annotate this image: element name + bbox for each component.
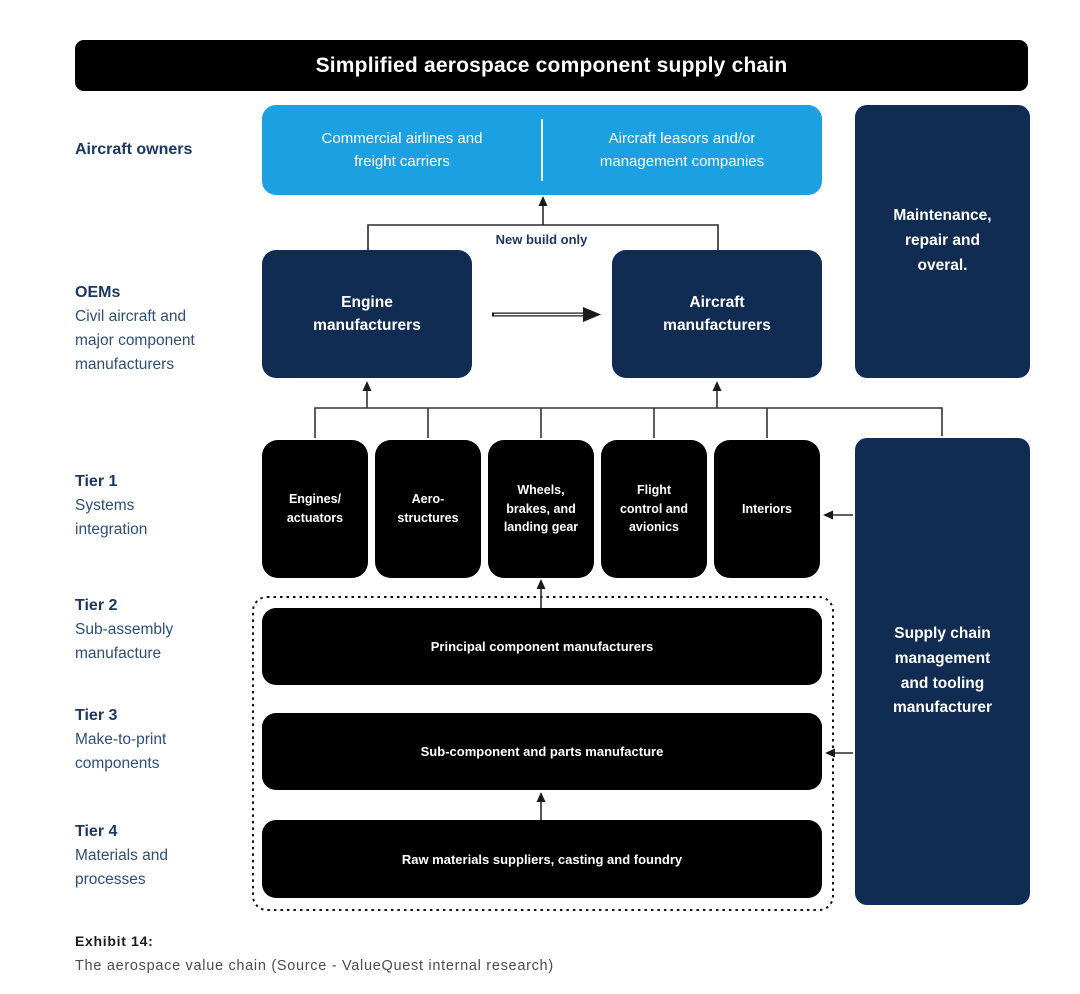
label-tier4-title: Tier 4 bbox=[75, 823, 118, 840]
commercial-airlines-cell: Commercial airlines and freight carriers bbox=[321, 129, 483, 170]
tier1-interiors-box: Interiors bbox=[714, 440, 820, 578]
arrow-engine-to-aircraft bbox=[492, 307, 601, 322]
label-tier1-title: Tier 1 bbox=[75, 473, 118, 490]
arrow-supply-to-subcomponent bbox=[825, 748, 853, 758]
label-tier3-title: Tier 3 bbox=[75, 707, 118, 724]
aircraft-owners-box: Commercial airlines and freight carriers… bbox=[262, 105, 822, 195]
aircraft-manufacturers-box: Aircraft manufacturers bbox=[612, 250, 822, 378]
exhibit-number: Exhibit 14: bbox=[75, 933, 154, 949]
label-tier2: Tier 2 Sub-assembly manufacture bbox=[75, 594, 173, 666]
label-tier3-subtitle: Make-to-print components bbox=[75, 731, 167, 772]
arrowhead-up-owners bbox=[538, 196, 548, 206]
label-tier2-subtitle: Sub-assembly manufacture bbox=[75, 621, 174, 662]
arrow-raw-to-subcomponent bbox=[536, 792, 546, 820]
arrowhead-up-engine bbox=[362, 381, 372, 391]
supply-chain-management-box: Supply chain management and tooling manu… bbox=[855, 438, 1030, 905]
owners-box-divider bbox=[541, 119, 543, 181]
label-oems: OEMs Civil aircraft and major component … bbox=[75, 281, 195, 377]
principal-component-manufacturers-box: Principal component manufacturers bbox=[262, 608, 822, 685]
label-aircraft-owners-text: Aircraft owners bbox=[75, 141, 193, 158]
label-tier1-subtitle: Systems integration bbox=[75, 497, 148, 538]
connector-tier1-bus bbox=[314, 389, 943, 438]
label-tier3: Tier 3 Make-to-print components bbox=[75, 704, 166, 776]
exhibit-caption: The aerospace value chain (Source - Valu… bbox=[75, 958, 554, 974]
sub-component-parts-manufacture-box: Sub-component and parts manufacture bbox=[262, 713, 822, 790]
raw-materials-suppliers-box: Raw materials suppliers, casting and fou… bbox=[262, 820, 822, 898]
label-aircraft-owners: Aircraft owners bbox=[75, 138, 192, 162]
label-tier1: Tier 1 Systems integration bbox=[75, 470, 147, 542]
tier1-wheels-brakes-landing-gear-box: Wheels, brakes, and landing gear bbox=[488, 440, 594, 578]
aircraft-leasors-cell: Aircraft leasors and/or management compa… bbox=[599, 129, 765, 170]
label-tier2-title: Tier 2 bbox=[75, 597, 118, 614]
new-build-only-label: New build only bbox=[495, 232, 588, 247]
tier1-flight-control-avionics-box: Flight control and avionics bbox=[601, 440, 707, 578]
label-tier4-subtitle: Materials and processes bbox=[75, 847, 169, 888]
label-oems-subtitle: Civil aircraft and major component manuf… bbox=[75, 308, 195, 373]
arrowhead-up-aircraft bbox=[712, 381, 722, 391]
label-oems-title: OEMs bbox=[75, 284, 121, 301]
diagram-title-text: Simplified aerospace component supply ch… bbox=[315, 53, 788, 77]
maintenance-repair-overhaul-box: Maintenance, repair and overal. bbox=[855, 105, 1030, 378]
arrow-supply-to-interiors bbox=[823, 510, 853, 520]
diagram-title: Simplified aerospace component supply ch… bbox=[75, 40, 1028, 91]
label-tier4: Tier 4 Materials and processes bbox=[75, 820, 168, 892]
tier1-engines-actuators-box: Engines/ actuators bbox=[262, 440, 368, 578]
tier1-aero-structures-box: Aero- structures bbox=[375, 440, 481, 578]
arrow-principal-to-tier1 bbox=[536, 579, 546, 608]
engine-manufacturers-box: Engine manufacturers bbox=[262, 250, 472, 378]
